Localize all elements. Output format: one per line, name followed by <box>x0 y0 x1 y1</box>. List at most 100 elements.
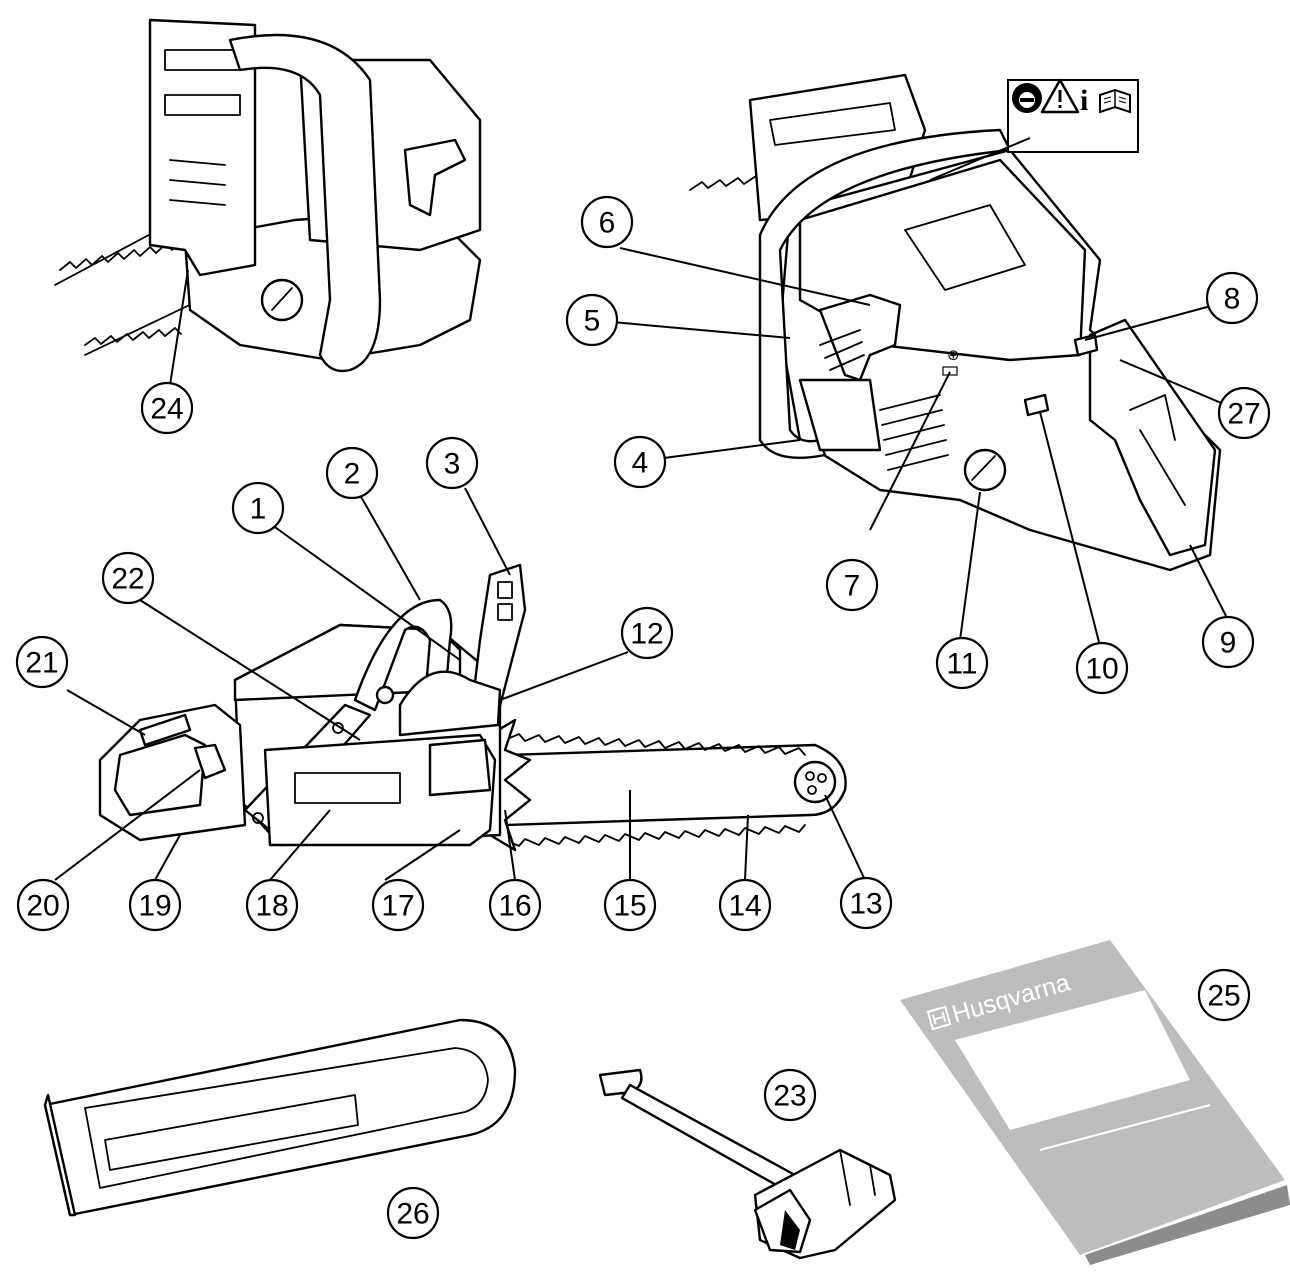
info-icon: i <box>1080 84 1088 117</box>
hand-guard-front <box>748 73 927 222</box>
callout-11: 11 <box>935 636 989 690</box>
callout-12: 12 <box>620 606 674 660</box>
callout-number: 4 <box>632 447 649 480</box>
warning-triangle-icon <box>1040 78 1080 114</box>
stop-switch <box>1073 333 1099 357</box>
callout-number: 26 <box>396 1198 429 1231</box>
rear-handle-opening <box>113 733 207 817</box>
throttle-lockout-side <box>138 713 192 747</box>
callout-7: 7 <box>825 558 879 612</box>
callout-2: 2 <box>325 446 379 500</box>
chainsaw-rear-view <box>54 18 482 386</box>
leader-22 <box>139 599 361 741</box>
callout-number: 20 <box>26 890 59 923</box>
leader-19 <box>154 834 181 881</box>
chain-catcher-cover <box>428 738 492 797</box>
starter-housing <box>798 378 882 452</box>
callout-number: 8 <box>1224 283 1241 316</box>
callout-circle <box>245 878 299 932</box>
callout-number: 18 <box>255 890 288 923</box>
callout-18: 18 <box>245 878 299 932</box>
callout-number: 27 <box>1227 398 1260 431</box>
callout-circle <box>1197 968 1251 1022</box>
choke-control <box>818 293 902 382</box>
leader-9 <box>1189 544 1227 617</box>
callout-circle <box>565 293 619 347</box>
callout-15: 15 <box>603 878 657 932</box>
callout-20: 20 <box>16 878 70 932</box>
callout-number: 12 <box>630 618 663 651</box>
callout-27: 27 <box>1217 386 1271 440</box>
callout-17: 17 <box>371 878 425 932</box>
callout-9: 9 <box>1201 615 1255 669</box>
hand-guard <box>148 18 257 277</box>
callout-circle <box>839 876 893 930</box>
throttle-lockout <box>403 138 467 217</box>
front-handle-loop <box>758 128 1012 459</box>
callout-circle <box>763 1068 817 1122</box>
callout-number: 14 <box>728 890 761 923</box>
callout-25: 25 <box>1197 968 1251 1022</box>
chain-bottom <box>504 824 806 847</box>
cylinder-cover-side <box>233 623 462 702</box>
callout-number: 22 <box>111 563 144 596</box>
leader-6 <box>619 247 871 306</box>
callout-number: 23 <box>773 1080 806 1113</box>
callout-circle <box>1205 271 1259 325</box>
callout-number: 16 <box>498 890 531 923</box>
front-handle <box>228 33 382 373</box>
bar-tip-sprocket <box>793 760 837 804</box>
callout-number: 17 <box>381 890 414 923</box>
callout-number: 3 <box>444 448 461 481</box>
callout-circle <box>613 435 667 489</box>
callout-circle <box>386 1186 440 1240</box>
callout-circle <box>16 878 70 932</box>
callout-14: 14 <box>718 878 772 932</box>
leader-17 <box>384 829 461 881</box>
leader-21 <box>66 689 146 736</box>
leader-11 <box>959 491 981 641</box>
callout-circle <box>101 551 155 605</box>
leader-14 <box>744 814 749 881</box>
callout-16: 16 <box>488 878 542 932</box>
leader-18 <box>269 809 331 881</box>
chain-brake-knob <box>963 448 1007 492</box>
callout-number: 11 <box>946 648 977 681</box>
leader-13 <box>824 794 866 881</box>
callout-number: 6 <box>599 207 616 240</box>
bar-cover <box>43 1018 517 1217</box>
chainsaw-side-view <box>54 487 866 881</box>
helmet-icon <box>1012 83 1042 113</box>
svg-text:⊕: ⊕ <box>947 346 960 364</box>
callout-circle <box>231 481 285 535</box>
husqvarna-logo-icon <box>926 1005 952 1031</box>
callout-circle <box>325 446 379 500</box>
decompression-valve <box>375 685 395 705</box>
operators-manual: Husqvarna <box>900 940 1290 1265</box>
callout-circle <box>425 436 479 490</box>
leader-16 <box>504 809 516 881</box>
callout-number: 10 <box>1085 653 1118 686</box>
callout-circle <box>580 195 634 249</box>
callout-23: 23 <box>763 1068 817 1122</box>
callout-number: 25 <box>1207 980 1240 1013</box>
leader-24 <box>169 269 189 386</box>
guide-bar <box>503 743 847 827</box>
callout-number: 21 <box>25 647 58 680</box>
leader-1 <box>271 524 461 661</box>
throttle-trigger <box>1023 393 1050 417</box>
chain-top <box>504 733 806 756</box>
callout-circle <box>128 878 182 932</box>
callout-circle <box>1217 386 1271 440</box>
callout-6: 6 <box>580 195 634 249</box>
leader-2 <box>359 494 421 601</box>
rear-handle <box>1088 318 1217 557</box>
chain-teeth-lower <box>84 327 182 346</box>
callout-5: 5 <box>565 293 619 347</box>
muffler <box>398 670 502 737</box>
leader-20 <box>54 769 201 881</box>
warning-sticker: i <box>1007 78 1139 153</box>
leader-7 <box>869 371 951 531</box>
